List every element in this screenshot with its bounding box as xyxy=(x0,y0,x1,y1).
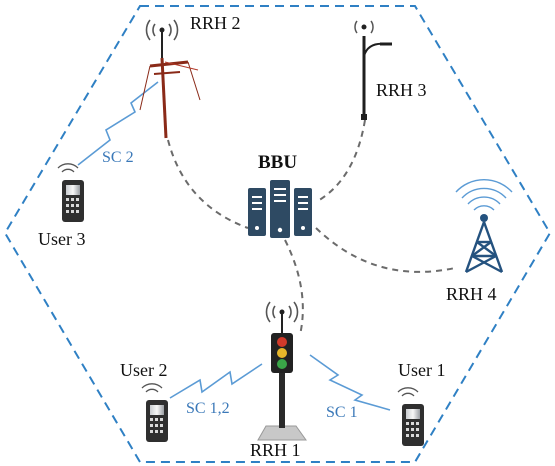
radio-link-sc2 xyxy=(77,81,159,166)
street-light-pole-icon xyxy=(361,36,392,120)
user3-label: User 3 xyxy=(38,229,86,249)
tower-signal-waves-icon xyxy=(455,179,513,211)
user3-phone-icon xyxy=(57,163,84,222)
fronthaul-link-rrh2 xyxy=(167,139,249,229)
radio-link-sc1 xyxy=(309,354,391,411)
user1-label: User 1 xyxy=(398,360,446,380)
link-sc2-label: SC 2 xyxy=(102,149,134,166)
rrh1-label: RRH 1 xyxy=(250,440,301,460)
fronthaul-link-rrh1 xyxy=(284,239,304,336)
rrh3-antenna-icon xyxy=(354,20,374,34)
fronthaul-link-rrh4 xyxy=(315,227,456,273)
rrh1-antenna-icon xyxy=(265,301,299,333)
link-sc1-label: SC 1 xyxy=(326,404,358,421)
utility-pole-icon xyxy=(139,57,201,139)
rrh2-antenna-icon xyxy=(145,19,179,58)
rrh4-label: RRH 4 xyxy=(446,284,497,304)
user2-phone-icon xyxy=(141,383,168,442)
bbu-label: BBU xyxy=(258,152,297,173)
bbu-server-icon xyxy=(248,180,312,238)
fronthaul-link-rrh3 xyxy=(315,119,366,203)
cell-tower-icon xyxy=(464,214,504,274)
user1-phone-icon xyxy=(397,387,424,446)
rrh2-label: RRH 2 xyxy=(190,13,241,33)
radio-link-sc12 xyxy=(169,363,263,399)
rrh3-label: RRH 3 xyxy=(376,80,427,100)
fronthaul-links xyxy=(167,119,456,336)
link-sc12-label: SC 1,2 xyxy=(186,400,230,417)
cell-boundary xyxy=(3,5,552,463)
radio-links xyxy=(77,81,391,411)
traffic-light-icon xyxy=(257,333,307,441)
user2-label: User 2 xyxy=(120,360,168,380)
